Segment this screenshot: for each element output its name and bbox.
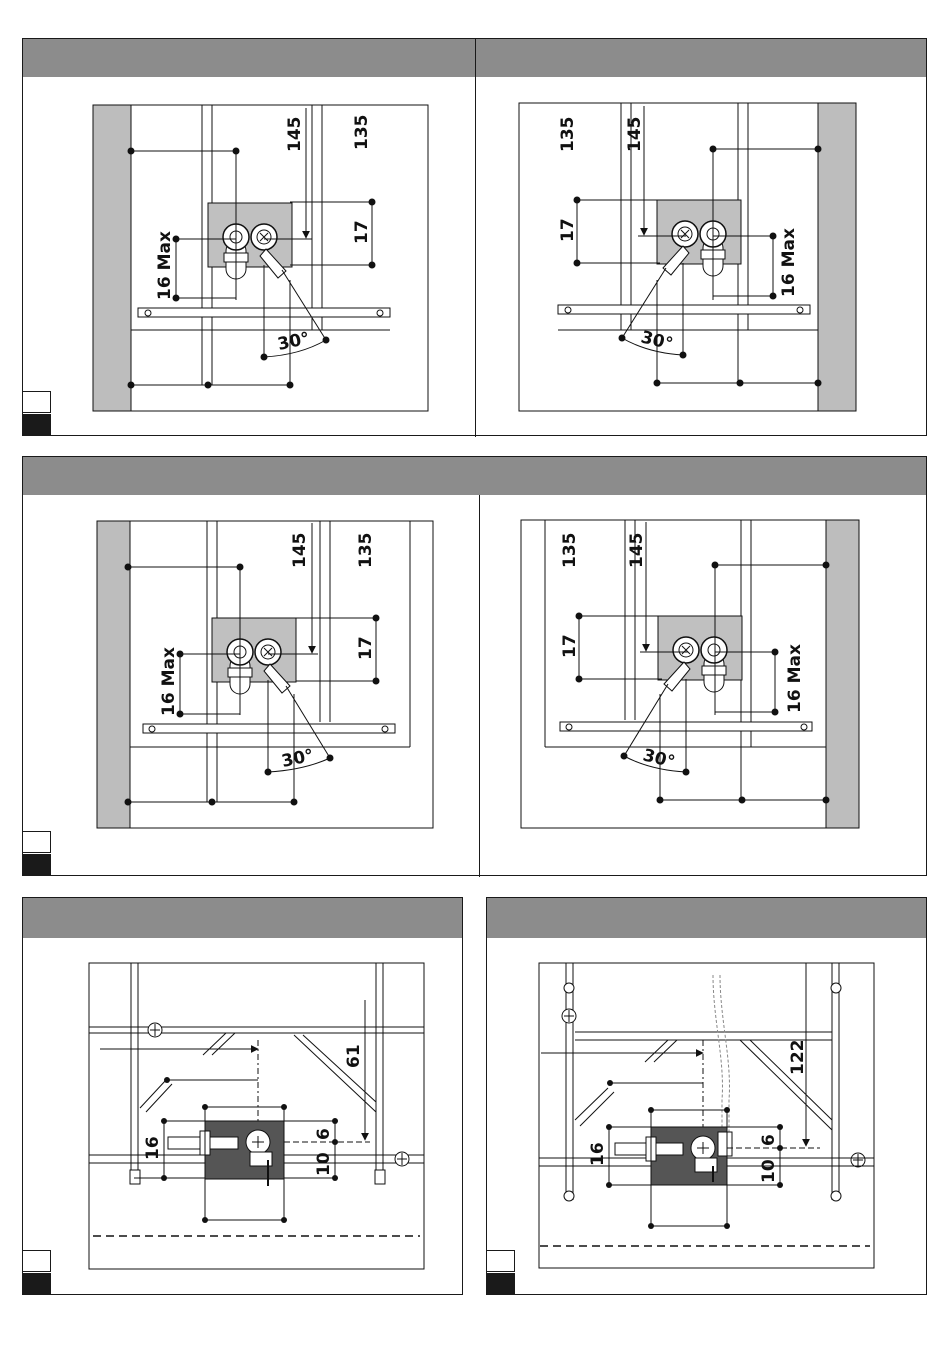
dim-135: 135 bbox=[352, 115, 372, 151]
dim-16: 16 bbox=[143, 1136, 163, 1160]
dim-135: 135 bbox=[558, 117, 578, 153]
dim-17: 17 bbox=[356, 636, 376, 660]
dim-135: 135 bbox=[560, 533, 580, 569]
dim-16-max: 16 Max bbox=[155, 231, 175, 300]
dim-17: 17 bbox=[558, 218, 578, 242]
diagram-1 bbox=[93, 105, 428, 411]
dim-6: 6 bbox=[759, 1134, 779, 1146]
dim-122: 122 bbox=[788, 1040, 808, 1076]
dim-145: 145 bbox=[290, 533, 310, 569]
dim-6: 6 bbox=[314, 1128, 334, 1140]
diagram-5 bbox=[89, 963, 424, 1269]
dim-17: 17 bbox=[560, 634, 580, 658]
dim-16-max: 16 Max bbox=[779, 228, 799, 297]
dim-10: 10 bbox=[759, 1159, 779, 1183]
dim-145: 145 bbox=[285, 117, 305, 153]
diagram-3 bbox=[97, 521, 433, 828]
dim-16: 16 bbox=[588, 1142, 608, 1166]
diagram-6 bbox=[539, 963, 874, 1268]
dim-145: 145 bbox=[627, 533, 647, 569]
dim-61: 61 bbox=[344, 1044, 364, 1068]
dim-135: 135 bbox=[356, 533, 376, 569]
dim-10: 10 bbox=[314, 1152, 334, 1176]
dim-145: 145 bbox=[625, 117, 645, 153]
dim-16-max: 16 Max bbox=[785, 644, 805, 713]
dim-17: 17 bbox=[352, 220, 372, 244]
dim-16-max: 16 Max bbox=[159, 647, 179, 716]
